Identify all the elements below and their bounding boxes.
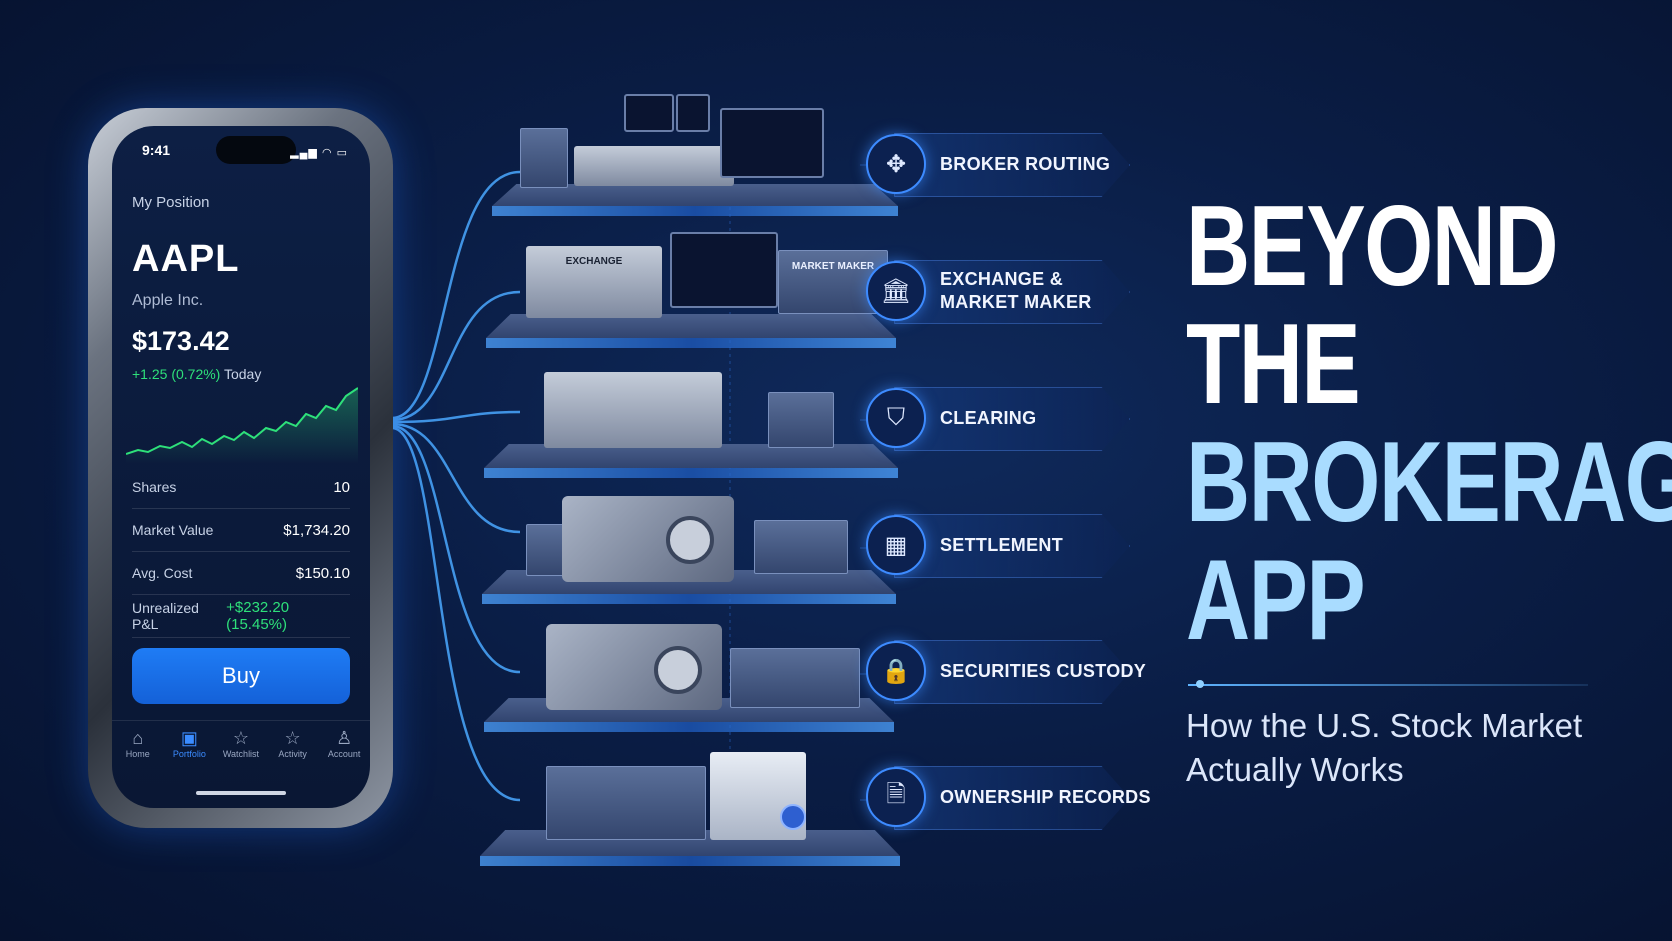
price-change: +1.25 (0.72%) Today [132, 366, 261, 382]
nav-label: Watchlist [222, 749, 260, 759]
monitor [676, 94, 710, 132]
vault-dial-icon [654, 646, 702, 694]
layer-label: EXCHANGE & MARKET MAKER [940, 269, 1092, 312]
server-stack [754, 520, 848, 574]
headline-line-3: BROKERAGE [1186, 419, 1672, 546]
certificate-seal-icon [780, 804, 806, 830]
nav-item-account[interactable]: ♙ Account [319, 727, 369, 787]
star-icon: ☆ [232, 728, 250, 748]
detail-row-market-value: Market Value $1,734.20 [132, 509, 350, 552]
vault-dial-icon [666, 516, 714, 564]
nav-item-activity[interactable]: ☆ Activity [268, 727, 318, 787]
detail-label: Unrealized P&L [132, 600, 199, 632]
detail-value: 10 [333, 478, 350, 496]
layer-tag-broker-routing: ✥ BROKER ROUTING [866, 133, 1130, 197]
exchange-building: EXCHANGE [526, 246, 662, 318]
status-time: 9:41 [142, 142, 171, 158]
company-name: Apple Inc. [132, 292, 204, 309]
layer-tag-custody: 🔒 SECURITIES CUSTODY [866, 640, 1147, 704]
detail-row-unrealized-pl: Unrealized P&L +$232.20 (15.45%) [132, 595, 350, 638]
platform-exchange [486, 314, 896, 348]
exchange-sign: EXCHANGE [565, 256, 623, 267]
arrows-cross-icon: ✥ [866, 134, 926, 194]
bottom-nav: ⌂ Home ▣ Portfolio ☆ Watchlist ☆ Activit… [112, 720, 370, 787]
buy-button[interactable]: Buy [132, 648, 350, 704]
star-icon: ☆ [284, 728, 301, 748]
ticker-symbol: AAPL [132, 238, 240, 280]
monitor [720, 108, 824, 178]
detail-label: Avg. Cost [132, 565, 193, 581]
bank-icon: 🏛 [866, 261, 926, 321]
headline-line-2: THE [1186, 301, 1361, 428]
position-details: Shares 10 Market Value $1,734.20 Avg. Co… [132, 466, 350, 638]
layer-label: BROKER ROUTING [940, 153, 1111, 174]
custody-vault [546, 624, 722, 710]
layer-tag-settlement: ▦ SETTLEMENT [866, 514, 1130, 578]
home-icon: ⌂ [132, 728, 144, 748]
shield-check-icon: ⛉ [866, 388, 926, 448]
calendar-icon: ▦ [866, 515, 926, 575]
monitor [624, 94, 674, 132]
document-icon: 🗎 [866, 767, 926, 827]
home-indicator [196, 791, 286, 795]
quote-board [670, 232, 778, 308]
section-label: My Position [132, 194, 210, 211]
layer-label: OWNERSHIP RECORDS [940, 786, 1151, 807]
layer-tag-clearing: ⛉ CLEARING [866, 387, 1130, 451]
nav-item-home[interactable]: ⌂ Home [113, 727, 163, 787]
person-icon: ♙ [336, 728, 353, 748]
headline-line-4: APP [1186, 537, 1366, 664]
platform-broker-routing [492, 184, 898, 216]
stock-price: $173.42 [132, 326, 230, 356]
trading-desk [574, 146, 734, 186]
detail-value: +$232.20 (15.45%) [226, 599, 290, 633]
record-servers [546, 766, 706, 840]
layer-tag-exchange: 🏛 EXCHANGE & MARKET MAKER [866, 260, 1130, 324]
detail-row-avg-cost: Avg. Cost $150.10 [132, 552, 350, 595]
price-sparkline [126, 387, 358, 464]
detail-value: $150.10 [295, 564, 350, 582]
divider-dot [1196, 680, 1204, 688]
layer-label: SECURITIES CUSTODY [940, 660, 1147, 681]
server-rack [520, 128, 568, 188]
filing-cabinets [730, 648, 860, 708]
layer-label: CLEARING [940, 407, 1037, 428]
price-change-value: +1.25 (0.72%) [132, 366, 221, 382]
dynamic-island [216, 136, 296, 164]
layer-label: SETTLEMENT [940, 534, 1063, 555]
headline-divider [1188, 684, 1588, 686]
phone-screen: 9:41 ▂▄▆ ◠ ▭ My Position AAPL Apple Inc.… [112, 126, 370, 808]
clearing-house-building [544, 372, 722, 448]
headline-line-1: BEYOND [1186, 183, 1559, 310]
nav-label: Portfolio [172, 749, 206, 759]
lock-icon: 🔒 [866, 641, 926, 701]
settlement-vault [562, 496, 734, 582]
detail-label: Shares [132, 479, 177, 495]
nav-label: Activity [278, 749, 307, 759]
detail-row-shares: Shares 10 [132, 466, 350, 509]
nav-item-watchlist[interactable]: ☆ Watchlist [216, 727, 266, 787]
nav-label: Home [125, 749, 150, 759]
headline-subtitle: How the U.S. Stock Market Actually Works [1186, 707, 1583, 788]
portfolio-icon: ▣ [180, 728, 198, 748]
detail-value: $1,734.20 [283, 521, 350, 539]
server-stack [768, 392, 834, 448]
market-maker-sign: MARKET MAKER [791, 261, 875, 272]
detail-label: Market Value [132, 522, 214, 538]
platform-clearing [484, 444, 898, 478]
nav-label: Account [327, 749, 361, 759]
nav-item-portfolio[interactable]: ▣ Portfolio [164, 727, 214, 787]
signal-battery-icon: ▂▄▆ ◠ ▭ [290, 147, 348, 159]
layer-tag-ownership: 🗎 OWNERSHIP RECORDS [866, 766, 1151, 830]
price-change-period: Today [223, 366, 262, 382]
